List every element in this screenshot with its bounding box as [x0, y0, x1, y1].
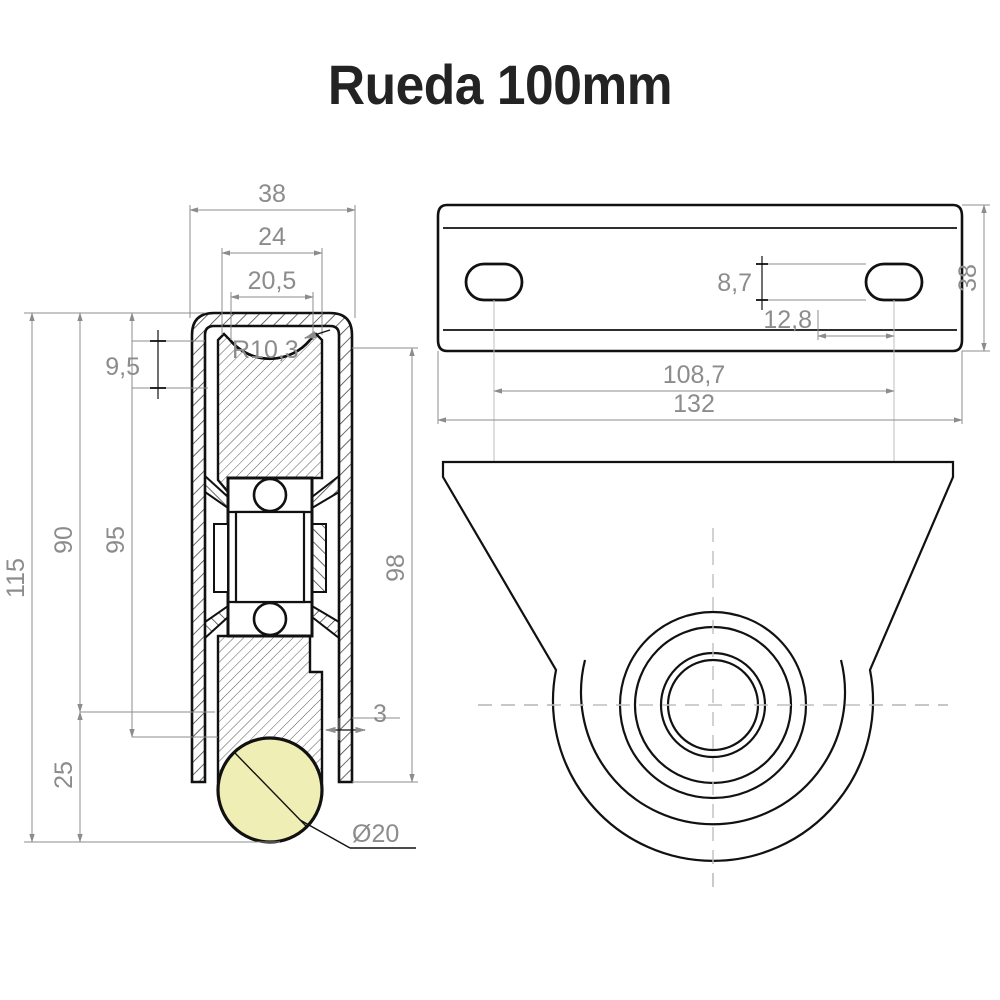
mounting-plate-outline: [436, 203, 964, 353]
dimension-25: 25: [50, 711, 83, 843]
bearing-ball-bottom: [252, 601, 288, 637]
dimension-38-top: 38: [954, 204, 990, 352]
dimension-label: 24: [258, 223, 286, 251]
dimension-label: 98: [382, 554, 410, 582]
dimension-132: 132: [437, 351, 963, 424]
cap-inner-line: [204, 325, 340, 336]
dimension-label: 9,5: [105, 353, 140, 381]
dimension-20-5-section: 20,5: [230, 267, 314, 340]
leader-line: [303, 329, 331, 339]
bearing-ball-top: [252, 477, 288, 513]
dimension-12-8: 12,8: [763, 306, 895, 340]
dimension-24-section: 24: [221, 223, 323, 335]
wheel-outer-arc-inner: [579, 659, 847, 826]
mounting-slot-right: [864, 262, 924, 302]
web-arms: [204, 473, 340, 641]
web-arm-upper-right: [311, 473, 340, 510]
seal-plate-left: [213, 523, 229, 593]
groove-arc-r103: [229, 339, 311, 361]
seal-plate-right: [311, 523, 327, 593]
dimension-label: Ø20: [352, 820, 399, 848]
shaft-circle-slash: [233, 751, 307, 827]
dimension-label: 12,8: [763, 306, 812, 334]
dimension-8-7: 8,7: [717, 256, 866, 310]
bracket-shell: [190, 311, 354, 784]
dimension-label: 95: [102, 526, 130, 554]
dimension-label: 38: [258, 180, 286, 208]
dimension-label: 38: [954, 264, 982, 292]
dimension-label: R10,3: [232, 336, 299, 364]
bearing-inner-race: [234, 510, 306, 604]
page-title: Rueda 100mm: [327, 53, 673, 116]
dimension-r10-3: R10,3: [232, 329, 331, 364]
dimension-label: 132: [673, 390, 715, 418]
dimension-3: 3: [324, 700, 400, 740]
dimension-label: 115: [2, 558, 30, 598]
dimension-95: 95: [102, 312, 218, 738]
dimension-label: 25: [50, 761, 78, 789]
mounting-slot-left: [464, 262, 524, 302]
leader-line: [299, 819, 351, 849]
dimension-98: 98: [352, 347, 418, 783]
web-arm-lower-right: [311, 604, 340, 641]
dimension-dia-20: Ø20: [299, 819, 416, 849]
dimension-label: 20,5: [248, 267, 297, 295]
top-view: 8,7 12,8 38 108,7 132: [436, 203, 990, 470]
dimension-label: 108,7: [663, 361, 726, 389]
dimension-90: 90: [50, 312, 215, 713]
dimension-label: 3: [373, 700, 387, 728]
dimension-108-7: 108,7: [493, 361, 895, 470]
dimension-label: 90: [50, 526, 78, 554]
web-arm-upper-left: [204, 473, 229, 510]
section-view: 38 24 20,5 R10,3 9,5: [2, 180, 418, 849]
dimension-115: 115: [2, 312, 280, 843]
front-view: [441, 460, 955, 890]
dimension-label: 8,7: [717, 269, 752, 297]
bearing-assembly: [213, 476, 327, 638]
web-arm-lower-left: [204, 604, 229, 641]
dimension-38-section: 38: [189, 180, 356, 318]
